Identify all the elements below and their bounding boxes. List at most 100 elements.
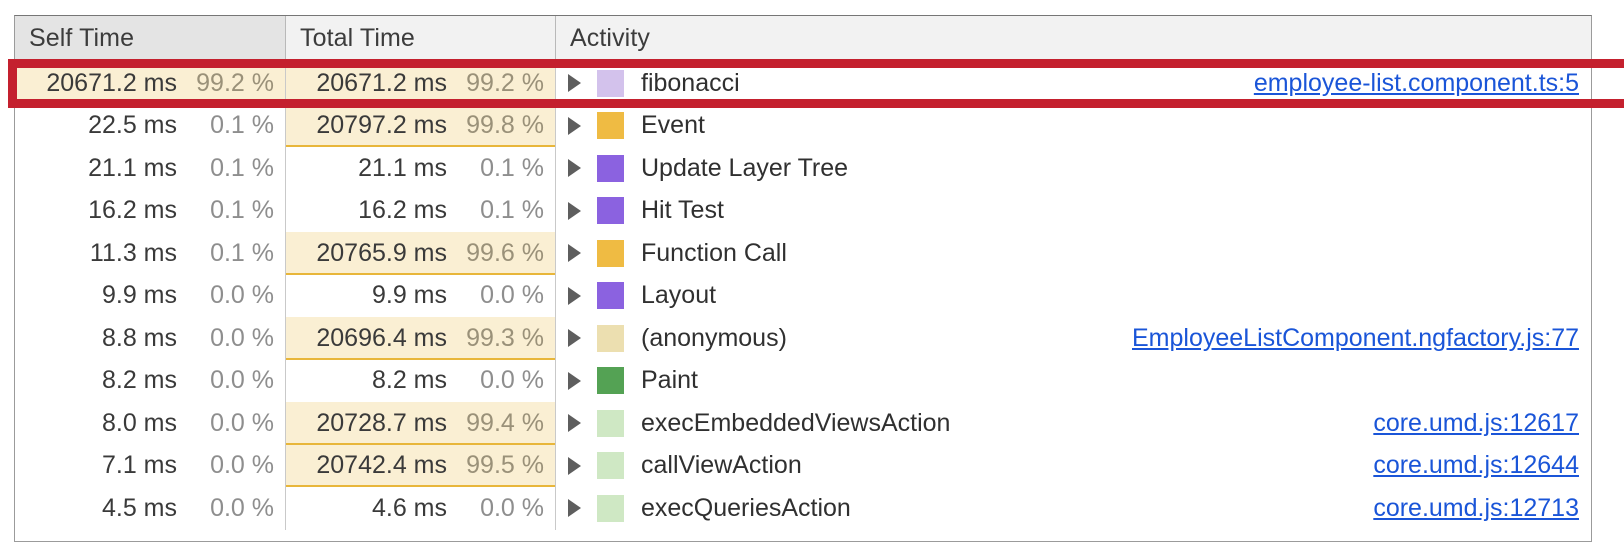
expand-triangle-icon[interactable] xyxy=(568,116,581,135)
total-time-bar xyxy=(286,232,555,275)
total-time-value: 20742.4 ms xyxy=(316,451,447,480)
swatch-scripting-light-purple xyxy=(597,69,624,97)
swatch-scripting-yellow xyxy=(597,112,624,140)
swatch-rendering-purple xyxy=(597,154,624,182)
cell-activity: Paint xyxy=(556,360,1591,403)
total-time-bar xyxy=(286,317,555,360)
source-location-link[interactable]: core.umd.js:12617 xyxy=(1373,408,1579,437)
cell-activity: Update Layer Tree xyxy=(556,147,1591,190)
table-header-row: Self Time Total Time Activity xyxy=(15,16,1591,62)
cell-total-time: 9.9 ms 0.0 % xyxy=(286,274,556,317)
column-header-activity-label: Activity xyxy=(570,24,650,52)
total-time-value: 4.6 ms xyxy=(371,493,447,522)
total-time-percent: 99.8 % xyxy=(466,111,544,140)
swatch-scripting-yellow xyxy=(597,239,624,267)
activity-label: fibonacci xyxy=(641,68,740,97)
expand-triangle-icon[interactable] xyxy=(568,329,581,348)
expand-triangle-icon[interactable] xyxy=(568,414,581,433)
self-time-percent: 0.0 % xyxy=(210,323,274,352)
cell-activity: Event xyxy=(556,105,1591,148)
cell-activity: Layout xyxy=(556,275,1591,318)
total-time-bar xyxy=(286,62,555,105)
total-time-value: 20728.7 ms xyxy=(316,408,447,437)
activity-label: execEmbeddedViewsAction xyxy=(641,408,951,437)
activity-label: (anonymous) xyxy=(641,323,787,352)
expand-triangle-icon[interactable] xyxy=(568,371,581,390)
cell-total-time: 20728.7 ms 99.4 % xyxy=(286,402,556,445)
source-location-link[interactable]: EmployeeListComponent.ngfactory.js:77 xyxy=(1132,323,1579,352)
total-time-value: 9.9 ms xyxy=(371,281,447,310)
expand-triangle-icon[interactable] xyxy=(568,159,581,178)
performance-bottom-up-table: Self Time Total Time Activity 20671.2 ms… xyxy=(14,15,1592,542)
source-location-link[interactable]: employee-list.component.ts:5 xyxy=(1253,68,1579,97)
swatch-scripting-pale-green xyxy=(597,494,624,522)
total-time-percent: 0.1 % xyxy=(480,196,544,225)
swatch-rendering-purple xyxy=(597,197,624,225)
column-header-total-time-label: Total Time xyxy=(300,24,415,52)
expand-triangle-icon[interactable] xyxy=(568,456,581,475)
self-time-value: 9.9 ms xyxy=(101,281,177,310)
self-time-value: 20671.2 ms xyxy=(46,68,177,97)
self-time-percent: 99.2 % xyxy=(196,68,274,97)
self-time-value: 21.1 ms xyxy=(88,153,177,182)
activity-label: Event xyxy=(641,111,705,140)
column-header-self-time[interactable]: Self Time xyxy=(15,16,286,61)
column-header-activity[interactable]: Activity xyxy=(556,16,1591,61)
self-time-value: 8.2 ms xyxy=(101,366,177,395)
swatch-rendering-purple xyxy=(597,282,624,310)
self-time-value: 8.0 ms xyxy=(101,408,177,437)
cell-activity: execEmbeddedViewsAction core.umd.js:12617 xyxy=(556,402,1591,445)
column-header-total-time[interactable]: Total Time xyxy=(286,16,556,61)
swatch-scripting-pale-yellow xyxy=(597,324,624,352)
total-time-percent: 99.4 % xyxy=(466,408,544,437)
self-time-percent: 0.1 % xyxy=(210,196,274,225)
expand-triangle-icon[interactable] xyxy=(568,201,581,220)
self-time-value: 8.8 ms xyxy=(101,323,177,352)
self-time-percent: 0.0 % xyxy=(210,451,274,480)
total-time-value: 16.2 ms xyxy=(358,196,447,225)
activity-label: Update Layer Tree xyxy=(641,153,849,182)
self-time-value: 4.5 ms xyxy=(101,493,177,522)
expand-triangle-icon[interactable] xyxy=(568,286,581,305)
source-location-link[interactable]: core.umd.js:12644 xyxy=(1373,451,1579,480)
cell-activity: Function Call xyxy=(556,232,1591,275)
source-location-link[interactable]: core.umd.js:12713 xyxy=(1373,493,1579,522)
activity-label: Hit Test xyxy=(641,196,724,225)
total-time-value: 8.2 ms xyxy=(371,366,447,395)
cell-total-time: 16.2 ms 0.1 % xyxy=(286,189,556,232)
expand-triangle-icon[interactable] xyxy=(568,499,581,518)
activity-label: Layout xyxy=(641,281,717,310)
total-time-bar xyxy=(286,104,555,147)
activity-label: callViewAction xyxy=(641,451,802,480)
expand-triangle-icon[interactable] xyxy=(568,74,581,93)
total-time-percent: 0.1 % xyxy=(480,153,544,182)
total-time-percent: 0.0 % xyxy=(480,281,544,310)
expand-triangle-icon[interactable] xyxy=(568,244,581,263)
